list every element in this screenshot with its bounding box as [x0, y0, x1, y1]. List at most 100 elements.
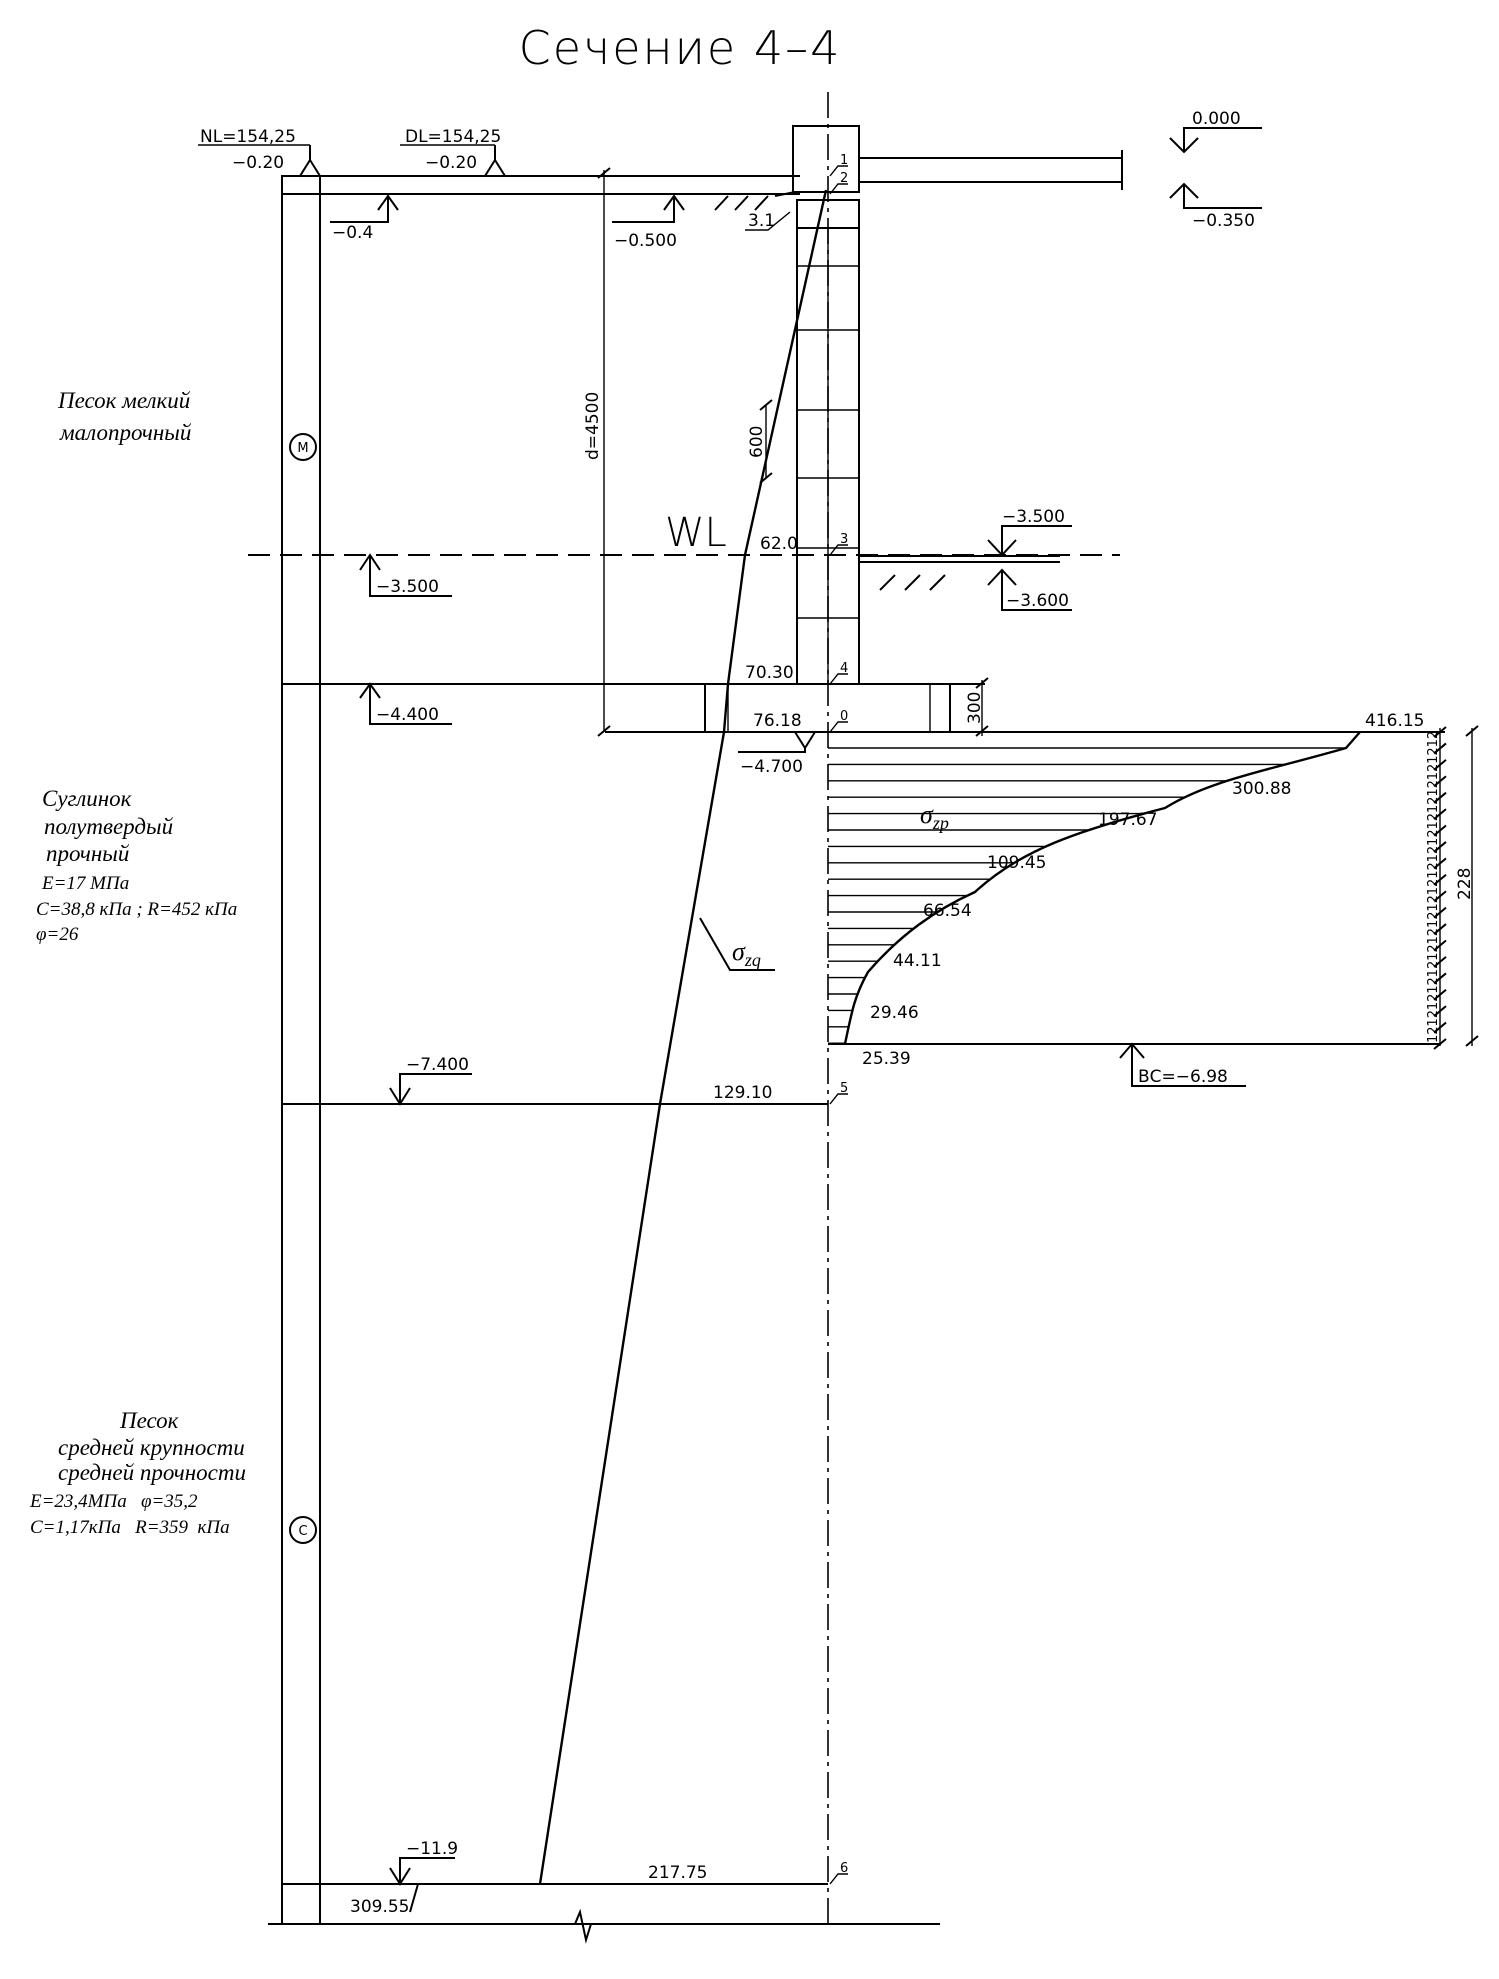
step-label: 12 [1426, 912, 1441, 929]
step-label: 12 [1426, 813, 1441, 830]
step-label: 12 [1426, 1010, 1441, 1027]
soil-column: M С [281, 175, 321, 1925]
point-0: 0 [840, 709, 848, 724]
step-tick [1433, 824, 1447, 837]
step-label: 12 [1426, 961, 1441, 978]
soil-layer-3-description: Песок средней крупности средней прочност… [29, 1408, 246, 1538]
soil-symbol-m [289, 433, 317, 461]
wl-left-level: −3.500 [376, 577, 439, 597]
foundation-base-level: −4.700 [740, 757, 803, 777]
zq-value-2: 70.30 [745, 663, 794, 683]
point-3: 3 [840, 532, 848, 547]
sigma-zq-diagram: σzq 62.0 70.30 76.18 129.10 217.75 309.5… [350, 189, 828, 1917]
step-tick [1433, 808, 1447, 820]
svg-text:Песок мелкий: Песок мелкий [57, 388, 191, 413]
step-label: 12 [1426, 764, 1441, 781]
step-label: 12 [1426, 928, 1441, 945]
svg-text:E=17 МПа: E=17 МПа [41, 873, 129, 894]
step-tick [1433, 874, 1447, 886]
svg-text:E=23,4МПа φ=35,2: E=23,4МПа φ=35,2 [29, 1491, 198, 1512]
wl-right-bottom-level: −3.600 [1006, 591, 1069, 611]
step-label: 12 [1426, 846, 1441, 863]
svg-text:Суглинок: Суглинок [42, 786, 132, 811]
step-label: 12 [1426, 731, 1441, 748]
step-label: 12 [1426, 994, 1441, 1011]
sigma-zq-line [538, 189, 828, 1885]
wl-right-top-level: −3.500 [1002, 507, 1065, 527]
zp-value-3: 197.67 [1098, 810, 1157, 830]
dimension-d: d=4500 [583, 392, 603, 460]
section-lines [248, 175, 1445, 1944]
step-tick [1433, 1005, 1447, 1017]
zp-value-1: 416.15 [1365, 711, 1424, 731]
water-level-label: WL [665, 510, 727, 556]
ground-inner-level: −0.500 [614, 231, 677, 251]
step-tick [1433, 906, 1447, 919]
step-tick [1433, 988, 1447, 1001]
ground-ticks-outer [879, 574, 946, 591]
dl-level: −0.20 [425, 153, 477, 173]
bottom-layer [281, 1883, 321, 1925]
zp-value-2: 300.88 [1232, 779, 1291, 799]
dimension-zone: 228 [1455, 868, 1475, 900]
zq-value-3: 76.18 [753, 711, 802, 731]
step-tick [1433, 857, 1447, 870]
svg-text:C=38,8 кПа ; R=452 кПа: C=38,8 кПа ; R=452 кПа [36, 899, 237, 920]
point-4: 4 [840, 661, 848, 676]
step-label: 12 [1426, 862, 1441, 879]
dimension-block: 600 [747, 426, 767, 458]
zq-value-4: 129.10 [713, 1083, 772, 1103]
zp-value-8: 25.39 [862, 1049, 911, 1069]
step-tick [1433, 775, 1447, 788]
point-labels: 1 2 3 4 0 5 6 3.1 [745, 153, 848, 1885]
step-tick [1433, 841, 1447, 853]
point-3-1: 3.1 [748, 211, 775, 231]
step-label: 12 [1426, 747, 1441, 764]
foundation-slab [704, 683, 951, 733]
zq-value-5: 217.75 [648, 1863, 707, 1883]
step-tick [1433, 742, 1447, 755]
step-tick [1433, 972, 1447, 985]
step-tick [1433, 759, 1447, 771]
level-markers: NL=154,25 −0.20 DL=154,25 −0.20 −0.4 −0.… [198, 109, 1262, 1913]
zq-value-1: 62.0 [760, 534, 798, 554]
step-label: 12 [1426, 829, 1441, 846]
step-label: 12 [1426, 895, 1441, 912]
bottom-level: −11.9 [406, 1839, 458, 1859]
fill-layer [281, 175, 321, 195]
layer2-bottom-level: −7.400 [406, 1055, 469, 1075]
step-label: 12 [1426, 1026, 1441, 1043]
soil-symbol-m-label: M [297, 441, 308, 456]
step-label: 12 [1426, 879, 1441, 896]
svg-text:малопрочный: малопрочный [59, 420, 192, 445]
soil-symbol-c-label: С [298, 1524, 307, 1539]
svg-text:φ=26: φ=26 [36, 924, 79, 945]
zp-value-5: 66.54 [923, 901, 972, 921]
bc-level: ВС=−6.98 [1138, 1067, 1228, 1087]
svg-text:прочный: прочный [46, 841, 130, 866]
sigma-zp-diagram: σzp 416.15 300.88 197.67 109.45 66.54 44… [828, 711, 1440, 1069]
ground-left-level: −0.4 [332, 223, 373, 243]
step-tick [1433, 726, 1447, 738]
step-label: 12 [1426, 977, 1441, 994]
dimension-slab: 300 [965, 692, 985, 724]
step-label: 12 [1426, 944, 1441, 961]
svg-text:C=1,17кПа R=359 кПа: C=1,17кПа R=359 кПа [30, 1517, 230, 1538]
sigma-zp-hatch [828, 747, 1346, 1044]
step-tick [1433, 890, 1447, 902]
nl-label: NL=154,25 [200, 127, 296, 147]
svg-text:средней прочности: средней прочности [58, 1460, 246, 1485]
step-tick [1433, 923, 1447, 935]
zp-value-6: 44.11 [893, 951, 942, 971]
point-5: 5 [840, 1081, 848, 1096]
point-6: 6 [840, 1861, 848, 1876]
ground-ticks-inner [714, 191, 796, 211]
sigma-zp-symbol: σzp [920, 800, 949, 833]
dimensions: d=4500 600 300 228 121212121212121212121… [583, 167, 1479, 1050]
zp-value-7: 29.46 [870, 1003, 919, 1023]
floor-top-level: 0.000 [1192, 109, 1241, 129]
floor-bottom-level: −0.350 [1192, 211, 1255, 231]
svg-text:средней крупности: средней крупности [58, 1435, 245, 1460]
